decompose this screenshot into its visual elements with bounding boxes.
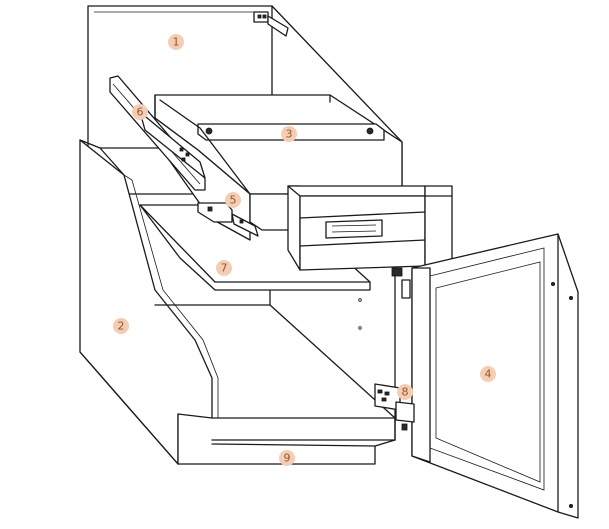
callout-4: 4	[480, 366, 496, 382]
callout-7: 7	[216, 260, 232, 276]
callout-5-number: 5	[230, 194, 237, 207]
callout-3: 3	[281, 126, 297, 142]
callout-5: 5	[225, 192, 241, 208]
drawer-slide	[109, 75, 206, 191]
callout-8: 8	[397, 384, 413, 400]
callout-6: 6	[132, 104, 148, 120]
callout-1: 1	[168, 34, 184, 50]
callout-2-number: 2	[118, 320, 125, 333]
drawer-front	[287, 185, 453, 299]
callout-2: 2	[113, 318, 129, 334]
callout-7-number: 7	[221, 262, 228, 275]
side-panel	[79, 139, 219, 465]
door-hinge	[374, 383, 415, 431]
callout-1-number: 1	[173, 36, 180, 49]
callout-6-number: 6	[137, 106, 144, 119]
callout-3-number: 3	[286, 128, 293, 141]
callout-9-number: 9	[284, 452, 291, 465]
callout-8-number: 8	[402, 386, 409, 399]
callout-9: 9	[279, 450, 295, 466]
bottom-panel	[177, 304, 396, 465]
callout-4-number: 4	[485, 368, 492, 381]
